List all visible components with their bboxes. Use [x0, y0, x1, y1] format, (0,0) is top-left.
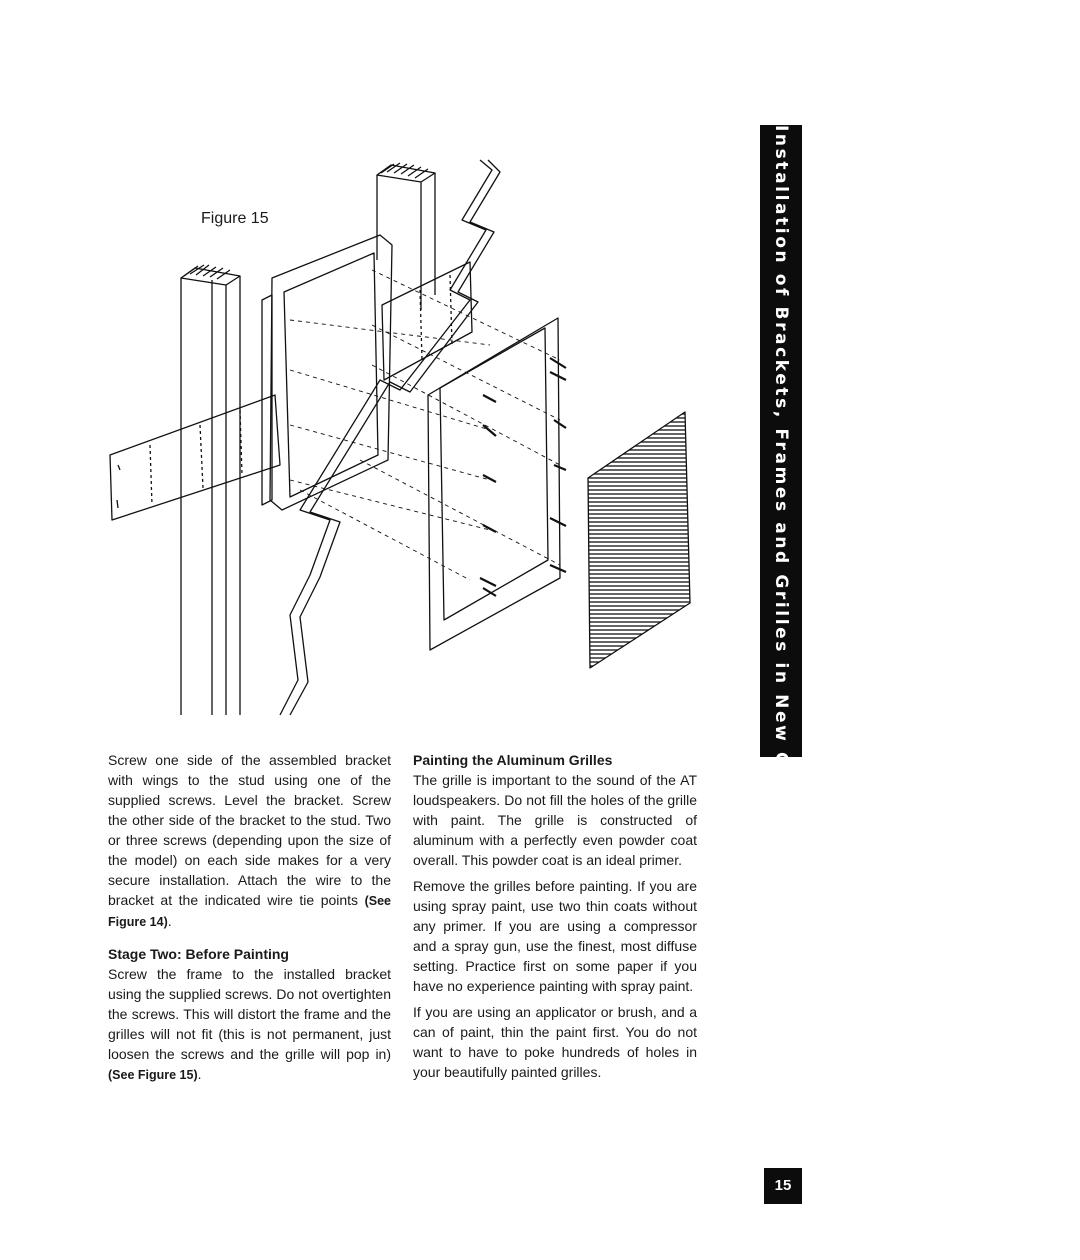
- figure-label: Figure 15: [201, 210, 269, 227]
- screws: [479, 357, 567, 597]
- bracket-wing-left: [109, 394, 281, 521]
- side-tab-title: Installation of Brackets, Frames and Gri…: [771, 125, 791, 906]
- left-text-column: Screw one side of the assembled bracket …: [108, 750, 391, 1085]
- painting-grilles-heading: Painting the Aluminum Grilles: [413, 752, 613, 768]
- bracket-paragraph: Screw one side of the assembled bracket …: [108, 752, 391, 929]
- trim-frame: [427, 317, 561, 651]
- page-number: 15: [764, 1168, 802, 1204]
- wire: [279, 159, 501, 716]
- grille-importance-paragraph: The grille is important to the sound of …: [413, 772, 697, 868]
- brush-paint-paragraph: If you are using an applicator or brush,…: [413, 1004, 697, 1080]
- section-side-tab: Installation of Brackets, Frames and Gri…: [760, 125, 802, 906]
- figure-14-reference: (See Figure 14): [108, 894, 391, 929]
- spray-paint-paragraph: Remove the grilles before painting. If y…: [413, 878, 697, 994]
- figure-15-reference: (See Figure 15): [108, 1068, 198, 1082]
- frame-paragraph-text: Screw the frame to the installed bracket…: [108, 966, 391, 1062]
- mounting-bracket: [261, 234, 393, 511]
- left-stud: [180, 264, 241, 715]
- figure-15-illustration: [109, 159, 691, 716]
- right-stud: [376, 162, 436, 310]
- bracket-paragraph-text: Screw one side of the assembled bracket …: [108, 752, 391, 908]
- right-text-column: Painting the Aluminum Grilles The grille…: [413, 750, 697, 1082]
- grille: [587, 411, 691, 669]
- bracket-wing-right: [381, 261, 473, 381]
- stage-two-heading: Stage Two: Before Painting: [108, 946, 289, 962]
- frame-paragraph: Screw the frame to the installed bracket…: [108, 966, 391, 1082]
